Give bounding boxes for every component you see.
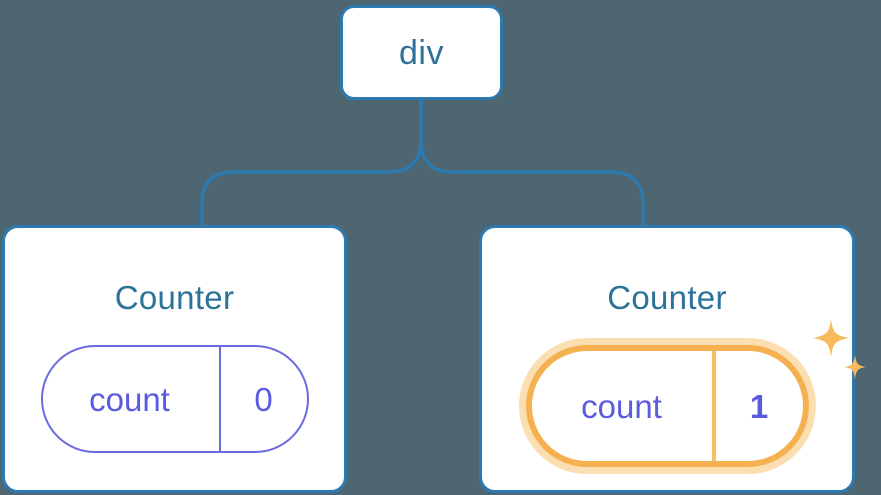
state-value: 1	[749, 387, 769, 425]
state-pill-wrapper: count 0	[40, 345, 309, 453]
state-key: count	[43, 347, 221, 451]
sparkle-small-icon	[843, 355, 866, 379]
sparkle-large-icon	[812, 319, 849, 357]
state-key: count	[532, 351, 716, 461]
state-pill-wrapper: count 1	[525, 319, 866, 467]
sparkle-group	[812, 319, 866, 379]
node-div[interactable]: div	[340, 5, 503, 100]
state-value: 0	[254, 380, 273, 418]
node-div-label: div	[399, 33, 444, 72]
card-counter-left[interactable]: Counter count 0	[2, 225, 347, 493]
card-title: Counter	[607, 279, 727, 316]
state-pill-highlighted[interactable]: count 1	[525, 345, 809, 467]
card-counter-right[interactable]: Counter count 1	[479, 225, 866, 493]
state-pill[interactable]: count 0	[40, 345, 309, 453]
card-title: Counter	[114, 279, 235, 316]
